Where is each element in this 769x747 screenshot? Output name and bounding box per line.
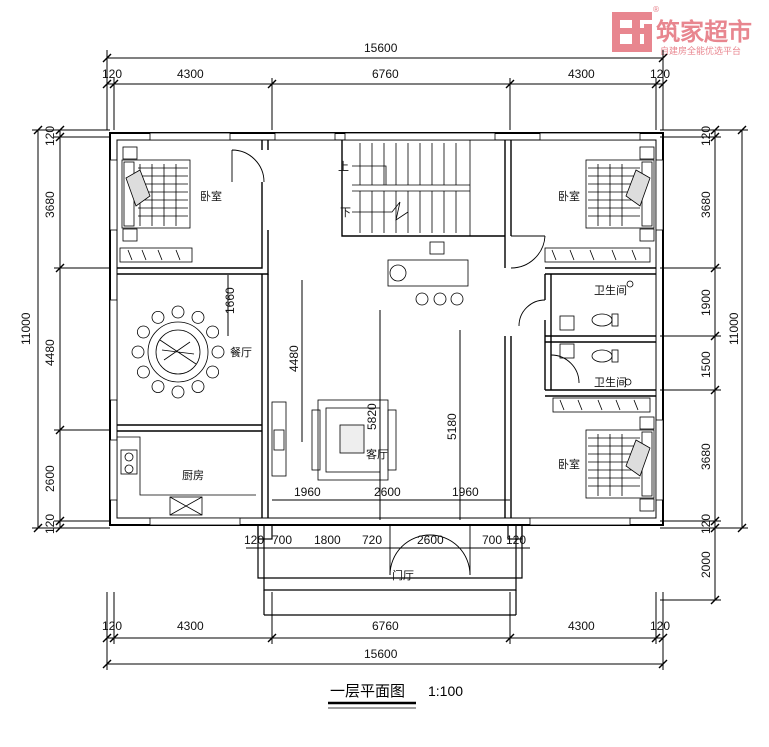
dim-right-wall-1: 120 [699,126,713,146]
dim-porch-5: 2600 [417,533,444,547]
dim-bot-c: 4300 [568,619,595,633]
dim-left-a: 3680 [43,191,57,218]
dining-chair [151,310,165,324]
dim-bot-b: 6760 [372,619,399,633]
kitchen-counters [117,436,256,516]
dim-inner-4480: 4480 [287,345,301,372]
dim-left-b: 4480 [43,339,57,366]
dim-right-b: 1900 [699,289,713,316]
dim-inner-5820: 5820 [365,403,379,430]
room-label-bath-1: 卫生间 [594,283,627,297]
dim-right-c: 1500 [699,351,713,378]
dim-porch-6: 700 [482,533,502,547]
dining-chair [136,325,150,339]
porch [257,524,523,616]
dim-bot-wall-1: 120 [102,619,122,633]
dim-top-wall-1: 120 [102,67,122,81]
dim-left-total: 11000 [19,312,33,345]
dim-porch-4: 720 [362,533,382,547]
dim-right-porch: 2000 [699,551,713,578]
brand-tagline: 自建房全能优选平台 [660,45,741,57]
brand-logo: 筑家超市 ® 自建房全能优选平台 [612,5,752,57]
drawing-title: 一层平面图 1:100 [328,682,463,709]
dim-top-total: 15600 [364,41,398,55]
dim-right-a: 3680 [699,191,713,218]
room-label-entrance: 门厅 [392,568,414,582]
dining-chair [211,345,225,359]
brand-reg-mark: ® [652,5,660,14]
bar-counter [387,241,469,306]
dim-top-wall-2: 120 [650,67,670,81]
round-dining-table [131,305,225,399]
bed-ne [544,146,655,263]
dimension-lines [32,50,748,670]
dim-porch-2: 700 [272,533,292,547]
dimension-text: 15600 120 4300 6760 4300 120 120 4300 67… [19,41,741,661]
dim-bot-wall-2: 120 [650,619,670,633]
stair-label-up: 上 [338,160,349,173]
room-label-bedroom-nw: 卧室 [200,189,222,203]
room-label-living: 客厅 [366,447,388,461]
dim-bot-total: 15600 [364,647,398,661]
dim-porch-7: 120 [506,533,526,547]
doors [231,149,580,576]
room-labels: 卧室 卧室 卧室 餐厅 厨房 客厅 门厅 卫生间 卫生间 上 下 [182,160,627,582]
dim-top-b: 6760 [372,67,399,81]
room-label-kitchen: 厨房 [182,469,204,482]
room-label-bedroom-se: 卧室 [558,457,580,471]
windows [109,132,664,526]
living-sofa-set [271,399,397,481]
dim-inner-1960b: 1960 [452,485,479,499]
drawing-title-main: 一层平面图 [330,682,405,700]
dim-inner-2600: 2600 [374,485,401,499]
dim-right-wall-2: 120 [699,514,713,534]
dining-chair [206,365,220,379]
staircase [352,140,471,236]
bathroom-fixtures [559,280,634,386]
room-label-bath-2: 卫生间 [594,375,627,389]
logo-mark-icon [612,12,652,52]
room-label-bedroom-ne: 卧室 [558,189,580,203]
dining-chair [136,365,150,379]
drawing-title-scale: 1:100 [428,683,463,699]
dining-chair [131,345,145,359]
dim-left-wall-1: 120 [43,126,57,146]
dim-right-total: 11000 [727,312,741,345]
dim-inner-1660: 1660 [223,287,237,314]
dining-chair [151,380,165,394]
dim-left-c: 2600 [43,465,57,492]
dim-porch-1: 120 [244,533,264,547]
dim-top-a: 4300 [177,67,204,81]
dim-inner-1960a: 1960 [294,485,321,499]
dim-porch-3: 1800 [314,533,341,547]
dimension-ticks [33,53,747,669]
dim-left-wall-2: 120 [43,514,57,534]
walls [109,132,664,526]
dim-bot-a: 4300 [177,619,204,633]
dining-chair [206,325,220,339]
dining-chair [191,310,205,324]
bed-nw [119,146,193,263]
brand-name: 筑家超市 [656,18,752,46]
stair-label-down: 下 [340,206,351,219]
dim-top-c: 4300 [568,67,595,81]
dining-chair [191,380,205,394]
bed-se [552,397,655,512]
dim-inner-5180: 5180 [445,413,459,440]
dining-chair [171,305,185,319]
dim-right-d: 3680 [699,443,713,470]
dining-chair [171,385,185,399]
room-label-dining: 餐厅 [230,345,252,359]
